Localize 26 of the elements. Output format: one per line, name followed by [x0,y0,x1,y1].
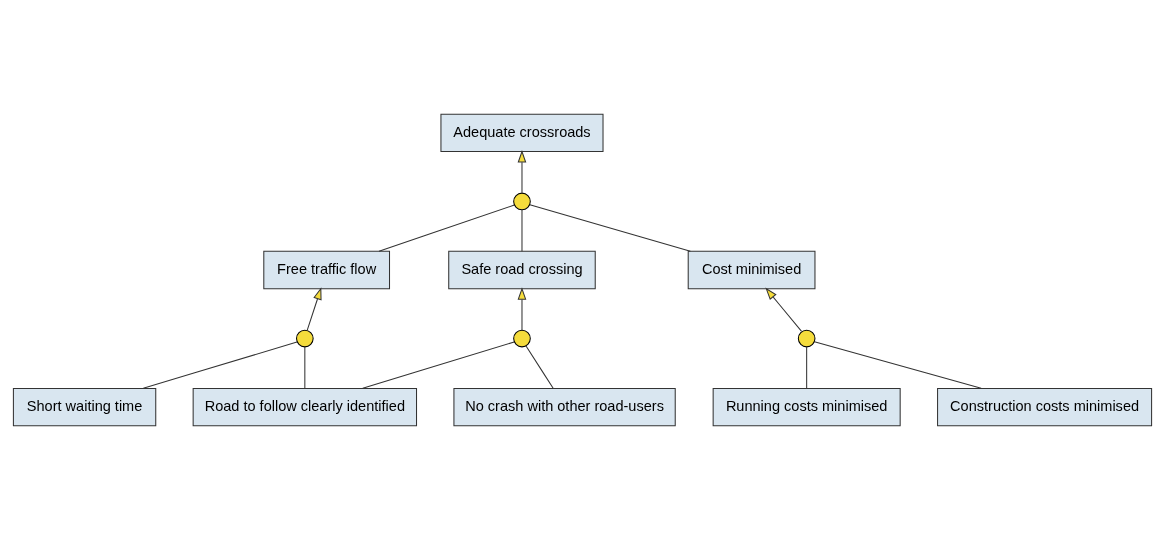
node-circle [296,329,314,347]
connector [378,204,515,252]
arrow [306,286,322,331]
node-box: No crash with other road-users [453,387,676,426]
node-box: Road to follow clearly identified [192,387,418,426]
node-circle [513,329,531,347]
node-box: Adequate crossroads [440,113,604,152]
node-box: Running costs minimised [712,387,901,426]
node-circle [513,192,531,210]
connector [529,203,691,252]
arrow [517,149,527,193]
connector [362,340,515,389]
node-box: Short waiting time [12,387,157,426]
connector [304,345,306,389]
node-box: Cost minimised [687,250,816,289]
arrow [517,286,527,330]
node-box: Safe road crossing [448,250,596,289]
connector [525,344,554,389]
connector [813,340,982,389]
node-box: Free traffic flow [263,250,391,289]
connector [806,345,808,389]
connector [142,340,298,389]
connector [521,208,523,252]
node-circle [797,329,816,347]
arrow [765,287,803,332]
node-box: Construction costs minimised [937,387,1153,426]
